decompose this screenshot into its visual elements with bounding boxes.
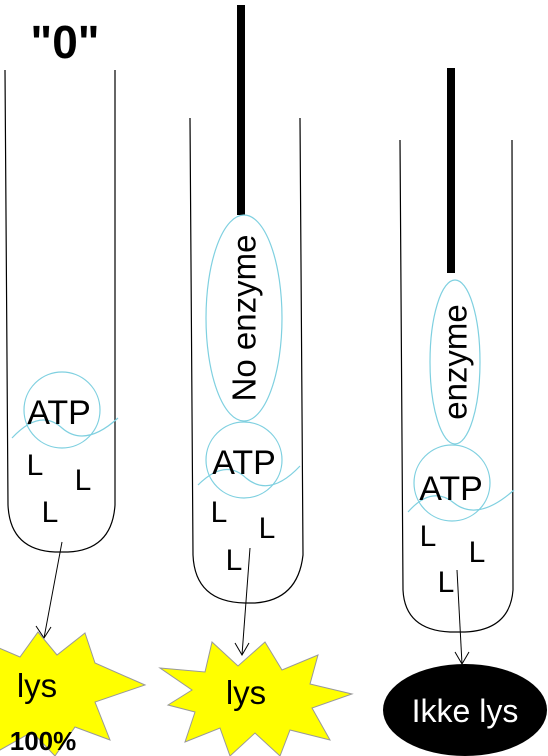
tube-3-substrate-l3: L (438, 566, 455, 599)
tube-3-substrate-l1: L (420, 520, 437, 553)
tube-2-substrate-l1: L (211, 496, 228, 529)
tube-1-result: lys (17, 667, 57, 704)
tube-3-atp-label: ATP (419, 470, 483, 508)
title: "0" (30, 16, 99, 68)
tube-2-arrow-head (234, 642, 250, 656)
tube-2-enzyme-bubble (205, 214, 283, 422)
tube-2-atp-bubble (205, 421, 283, 499)
tube-3-result: Ikke lys (412, 693, 519, 729)
tube-2-substrate-l3: L (226, 544, 243, 577)
tube-3-arrow-head (454, 651, 470, 665)
tube-1-outline (4, 69, 116, 553)
tube-2-result: lys (226, 674, 266, 711)
tube-1-substrate-l2: L (75, 464, 92, 497)
tube-1-substrate-l3: L (42, 496, 59, 529)
tube-3-arrow-line (456, 569, 463, 665)
tube-1-arrow-head (35, 625, 52, 639)
tube-2-arrow-line (241, 547, 251, 656)
tube-1-light-burst (0, 631, 147, 756)
tube-3-substrate-l2: L (469, 536, 486, 569)
tube-3-atp-wave (407, 489, 515, 513)
tube-1-result-note: 100% (10, 726, 77, 756)
tube-1-atp-label: ATP (27, 394, 91, 432)
tube-2-substrate-l2: L (259, 512, 276, 545)
tube-1-substrate-l1: L (27, 449, 44, 482)
tube-1-atp-bubble (23, 371, 101, 449)
tube-2-light-burst (158, 641, 354, 756)
tube-3-enzyme-label: enzyme (437, 304, 474, 420)
tube-2: No enzyme ATP L L L lys (158, 5, 354, 756)
tube-2-enzyme-label: No enzyme (226, 235, 263, 402)
tube-2-atp-wave (197, 465, 301, 487)
tube-1-atp-wave (11, 417, 119, 439)
tube-2-atp-label: ATP (212, 444, 276, 482)
tube-2-outline (189, 117, 304, 604)
tube-3-atp-bubble (413, 444, 491, 522)
tube-1-arrow-line (43, 541, 63, 639)
tube-3-enzyme-bubble (429, 279, 481, 445)
tube-1: ATP L L L lys 100% (0, 69, 147, 756)
tube-2-enzyme-rod (237, 5, 245, 215)
tube-3: enzyme ATP L L L Ikke lys (383, 68, 547, 756)
tube-3-enzyme-rod (447, 68, 455, 273)
tube-3-no-light-oval (383, 664, 547, 756)
tube-3-outline (399, 139, 514, 633)
